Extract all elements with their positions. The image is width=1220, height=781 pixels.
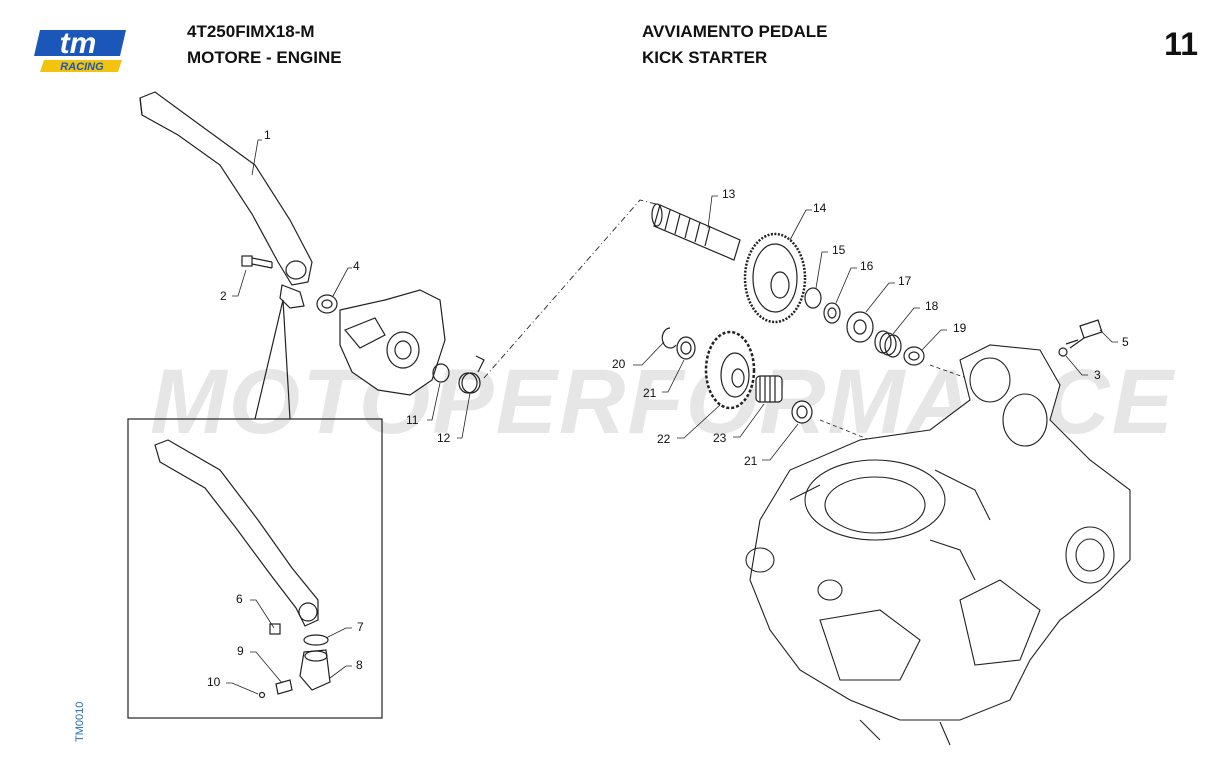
circlip-part [432,363,450,383]
callout-15: 15 [832,243,846,257]
group-title-it: AVVIAMENTO PEDALE [642,22,828,41]
callout-5: 5 [1122,335,1129,349]
logo-racing-text: RACING [60,61,104,73]
o-ring-part [303,634,329,646]
engine-crankcase-part [745,344,1131,746]
tm-racing-logo: tm RACING [34,27,126,73]
callout-2: 2 [220,289,227,303]
callout-21-upper: 21 [643,386,657,400]
washer-part [804,287,822,309]
callout-3: 3 [1094,368,1101,382]
callout-11: 11 [406,413,419,427]
callout-18: 18 [925,299,939,313]
alt-bolt-part [269,623,281,635]
callout-16: 16 [860,259,874,273]
callout-6: 6 [236,592,243,606]
screw-part [1065,319,1103,349]
callout-22: 22 [657,432,671,446]
callout-8: 8 [356,658,363,672]
ratchet-spring-part [874,330,902,358]
callout-17: 17 [898,274,912,288]
ball-part [258,691,266,699]
section-title: MOTORE - ENGINE [187,48,342,67]
bolt-part [241,255,273,269]
grub-screw-part [275,679,293,695]
seal-part [316,294,338,314]
alt-kick-lever-part [154,439,319,627]
washer-part-3 [903,346,925,366]
callout-4: 4 [353,259,360,273]
group-title-en: KICK STARTER [642,48,768,67]
spring-part [458,355,485,394]
thrust-washer-part-2 [791,400,813,424]
callout-10: 10 [207,675,221,689]
callout-21-lower: 21 [744,454,758,468]
kick-gear-part [704,330,756,410]
callout-9: 9 [237,644,244,658]
pedal-pivot-part [299,649,331,691]
kick-lever-part [139,91,313,309]
callout-19: 19 [953,321,967,335]
kick-shaft-part [651,203,741,261]
callout-23: 23 [713,431,727,445]
circlip-part-2 [661,327,677,349]
needle-bearing-part [755,375,783,403]
callout-1: 1 [264,128,271,142]
side-cover-part [339,289,446,396]
thrust-washer-part [676,336,696,360]
callout-13: 13 [722,187,736,201]
page-number: 11 [1164,26,1198,62]
model-code: 4T250FIMX18-M [187,22,315,41]
washer-part-4 [1058,347,1068,357]
drawing-code: TM0010 [74,701,86,742]
ratchet-part [846,311,874,343]
washer-part-2 [823,302,841,324]
callout-14: 14 [813,201,827,215]
callout-20: 20 [612,357,626,371]
callout-7: 7 [357,620,364,634]
logo-tm-text: tm [60,27,97,60]
callout-numbers: 1 2 4 11 12 13 14 15 16 17 18 19 20 21 2… [207,128,1129,689]
idler-gear-part [743,232,807,324]
callout-12: 12 [437,431,451,445]
